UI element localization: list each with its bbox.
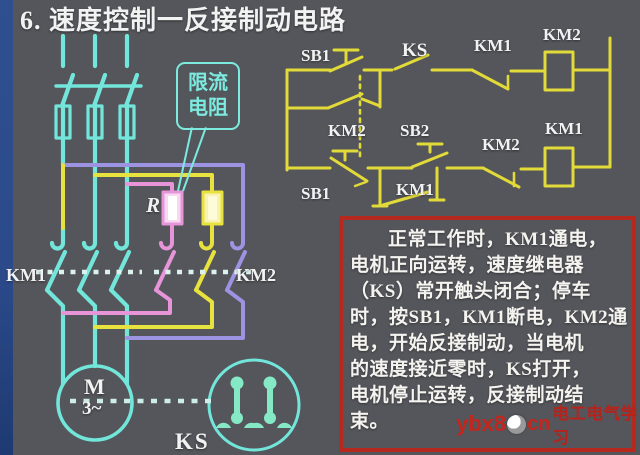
watermark-site: ybx8 — [456, 411, 507, 436]
motor-circle — [56, 364, 134, 442]
mechanical-links — [36, 269, 256, 404]
explanation-box: 正常工作时，KM1通电， 电机正向运转，速度继电器 （KS）常开触头闭合；停车 … — [339, 216, 636, 452]
ks-contact — [393, 53, 430, 71]
speed-relay-label: KS — [175, 429, 210, 454]
pink-wires — [61, 182, 176, 315]
explanation-line: 电，开始反接制动，当电机 — [350, 333, 585, 354]
km2-interlock-contact — [481, 166, 521, 189]
sb2-contact — [410, 142, 449, 169]
sb2-label: SB2 — [400, 121, 430, 140]
watermark-caption: 电工电气学习 — [552, 405, 638, 447]
callout-line-2: 电阻 — [188, 97, 228, 119]
purple-wires — [61, 163, 247, 340]
km2-main-label: KM2 — [236, 265, 276, 285]
callout-pointer — [177, 126, 207, 192]
km1-main-label: KM1 — [6, 265, 46, 285]
explanation-line: 的速度接近零时，KS打开， — [350, 359, 591, 380]
km1-coil-label: KM1 — [545, 119, 583, 138]
motor-feed-3 — [108, 287, 130, 386]
km2-aux-label: KM2 — [328, 121, 366, 140]
knife-switch-blades — [59, 72, 140, 109]
control-circuit — [285, 36, 612, 208]
motor-feed-2 — [76, 287, 98, 369]
sb1-bottom-contact — [329, 149, 369, 188]
reversing-branch — [61, 163, 247, 340]
explanation-line: 电机正向运转，速度继电器 — [350, 255, 585, 276]
km1-selfhold-contact — [371, 166, 446, 208]
left-blue-stripe — [0, 0, 13, 455]
sb1-top-label: SB1 — [301, 46, 331, 65]
km2-aux-contact — [285, 92, 382, 110]
page-title: 6. 速度控制一反接制动电路 — [20, 6, 347, 35]
watermark: ybx8 cn 电工电气学习 — [456, 405, 640, 447]
motor-feed-1 — [44, 287, 66, 386]
watermark-logo-icon — [507, 414, 527, 434]
callout-line-1: 限流 — [188, 72, 228, 94]
sb1-top-contact — [328, 48, 364, 73]
motor-letter: M — [84, 374, 105, 399]
km2-coil — [543, 50, 575, 92]
km2-coil-label: KM2 — [543, 25, 581, 44]
fuse-symbols — [54, 104, 136, 140]
km1-main-contacts — [44, 225, 132, 293]
explanation-line: 电机停止运转，反接制动结 — [350, 385, 585, 406]
watermark-tld: cn — [527, 412, 551, 435]
speed-relay-circle — [207, 358, 301, 452]
current-limit-resistor-callout: 限流 电阻 — [176, 62, 240, 130]
explanation-line: 束。 — [350, 411, 390, 432]
explanation-line: 正常工作时，KM1通电， — [388, 229, 608, 250]
speed-relay-contacts — [216, 376, 292, 428]
km1-interlock-label: KM1 — [474, 36, 512, 55]
km1-coil — [543, 146, 575, 188]
supply-lines — [60, 33, 130, 69]
km1-interlock-contact — [470, 68, 510, 91]
km1-selfhold-label: KM1 — [396, 180, 434, 199]
ks-contact-label: KS — [402, 40, 428, 61]
km2-interlock-label: KM2 — [482, 135, 520, 154]
explanation-line: （KS）常开触头闭合；停车 — [350, 281, 591, 302]
explanation-line: 时，按SB1，KM1断电，KM2通 — [350, 307, 628, 328]
resistor-r-label: R — [146, 193, 161, 217]
sb1-bottom-label: SB1 — [301, 184, 331, 203]
motor-phase-label: 3~ — [82, 398, 102, 419]
